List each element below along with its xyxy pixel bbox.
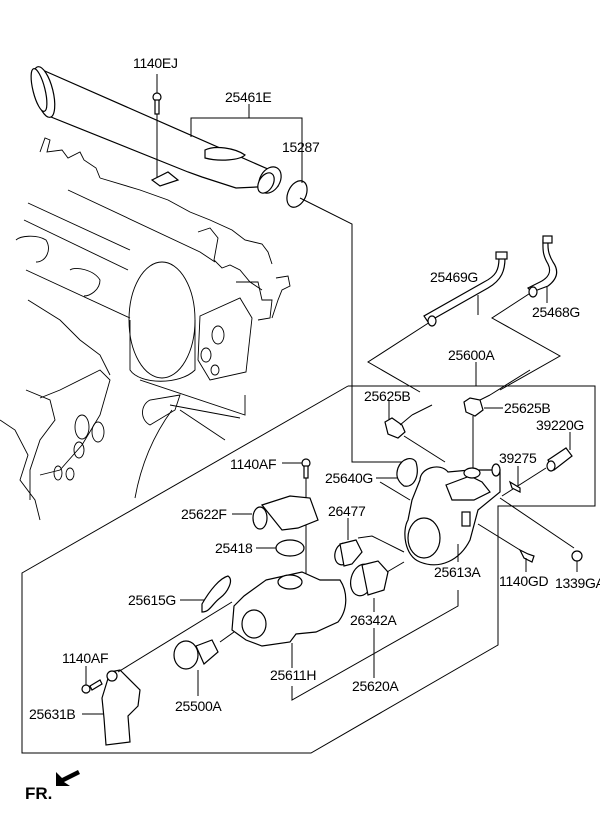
label-1140af-bottom[interactable]: 1140AF [62, 650, 109, 666]
label-25625b-right[interactable]: 25625B [504, 400, 551, 416]
label-25468g[interactable]: 25468G [532, 304, 580, 320]
engine-block-illustration [0, 137, 291, 521]
assembly-frame [21, 385, 596, 754]
outlet-fitting-25622f [232, 495, 319, 531]
label-25615g[interactable]: 25615G [128, 592, 176, 608]
coolant-pipe-25461e [30, 66, 282, 194]
label-1140ej[interactable]: 1140EJ [133, 55, 178, 71]
label-1339ga[interactable]: 1339GA [555, 575, 600, 591]
sensor-25625b-left [384, 400, 446, 463]
front-direction-marker: FR. [25, 770, 80, 803]
fr-label: FR. [25, 784, 52, 803]
label-25600a[interactable]: 25600A [448, 347, 496, 363]
bolt-1140af-bottom [81, 666, 103, 694]
label-1140gd[interactable]: 1140GD [499, 573, 549, 589]
label-25500a[interactable]: 25500A [175, 698, 223, 714]
bolt-1140af-top [282, 458, 311, 590]
bolt-1140ej [152, 74, 162, 178]
label-25611h[interactable]: 25611H [270, 667, 317, 683]
label-39275[interactable]: 39275 [499, 450, 537, 466]
gasket-25615g [180, 575, 232, 613]
o-ring-25418 [256, 539, 305, 557]
label-25622f[interactable]: 25622F [181, 506, 227, 522]
inlet-fitting-25631b [82, 601, 233, 746]
label-25418[interactable]: 25418 [215, 540, 253, 556]
label-15287[interactable]: 15287 [282, 139, 320, 155]
nut-1339ga [571, 550, 583, 572]
front-arrow-icon [56, 770, 80, 786]
label-25461e[interactable]: 25461E [225, 89, 272, 105]
label-25631b[interactable]: 25631B [29, 706, 76, 722]
label-25625b-left[interactable]: 25625B [364, 388, 411, 404]
thermostat-housing-25611h [231, 571, 459, 701]
sensor-39220g [501, 432, 573, 497]
o-ring-15287 [286, 180, 308, 208]
hose-25468g [526, 235, 558, 298]
seal-26477 [334, 518, 405, 567]
seal-26342a [349, 560, 405, 678]
label-25640g[interactable]: 25640G [325, 470, 373, 486]
thermostat-25500a [173, 631, 235, 696]
label-26477[interactable]: 26477 [328, 503, 366, 519]
label-25620a[interactable]: 25620A [352, 678, 400, 694]
hose-25469g [423, 251, 508, 327]
label-26342a[interactable]: 26342A [350, 612, 398, 628]
part-labels: 1140EJ 25461E 15287 25469G 25468G 25600A… [29, 55, 600, 722]
sensor-25625b-right [463, 369, 531, 470]
clip-39275 [508, 466, 521, 493]
bolt-1140gd [518, 548, 535, 572]
label-39220g[interactable]: 39220G [536, 417, 584, 433]
label-25613a[interactable]: 25613A [434, 564, 482, 580]
housing-25613a [404, 463, 575, 566]
label-25469g[interactable]: 25469G [430, 269, 478, 285]
leader-lines-upper [190, 104, 562, 463]
gasket-25640g [376, 458, 418, 501]
label-1140af-top[interactable]: 1140AF [230, 456, 277, 472]
